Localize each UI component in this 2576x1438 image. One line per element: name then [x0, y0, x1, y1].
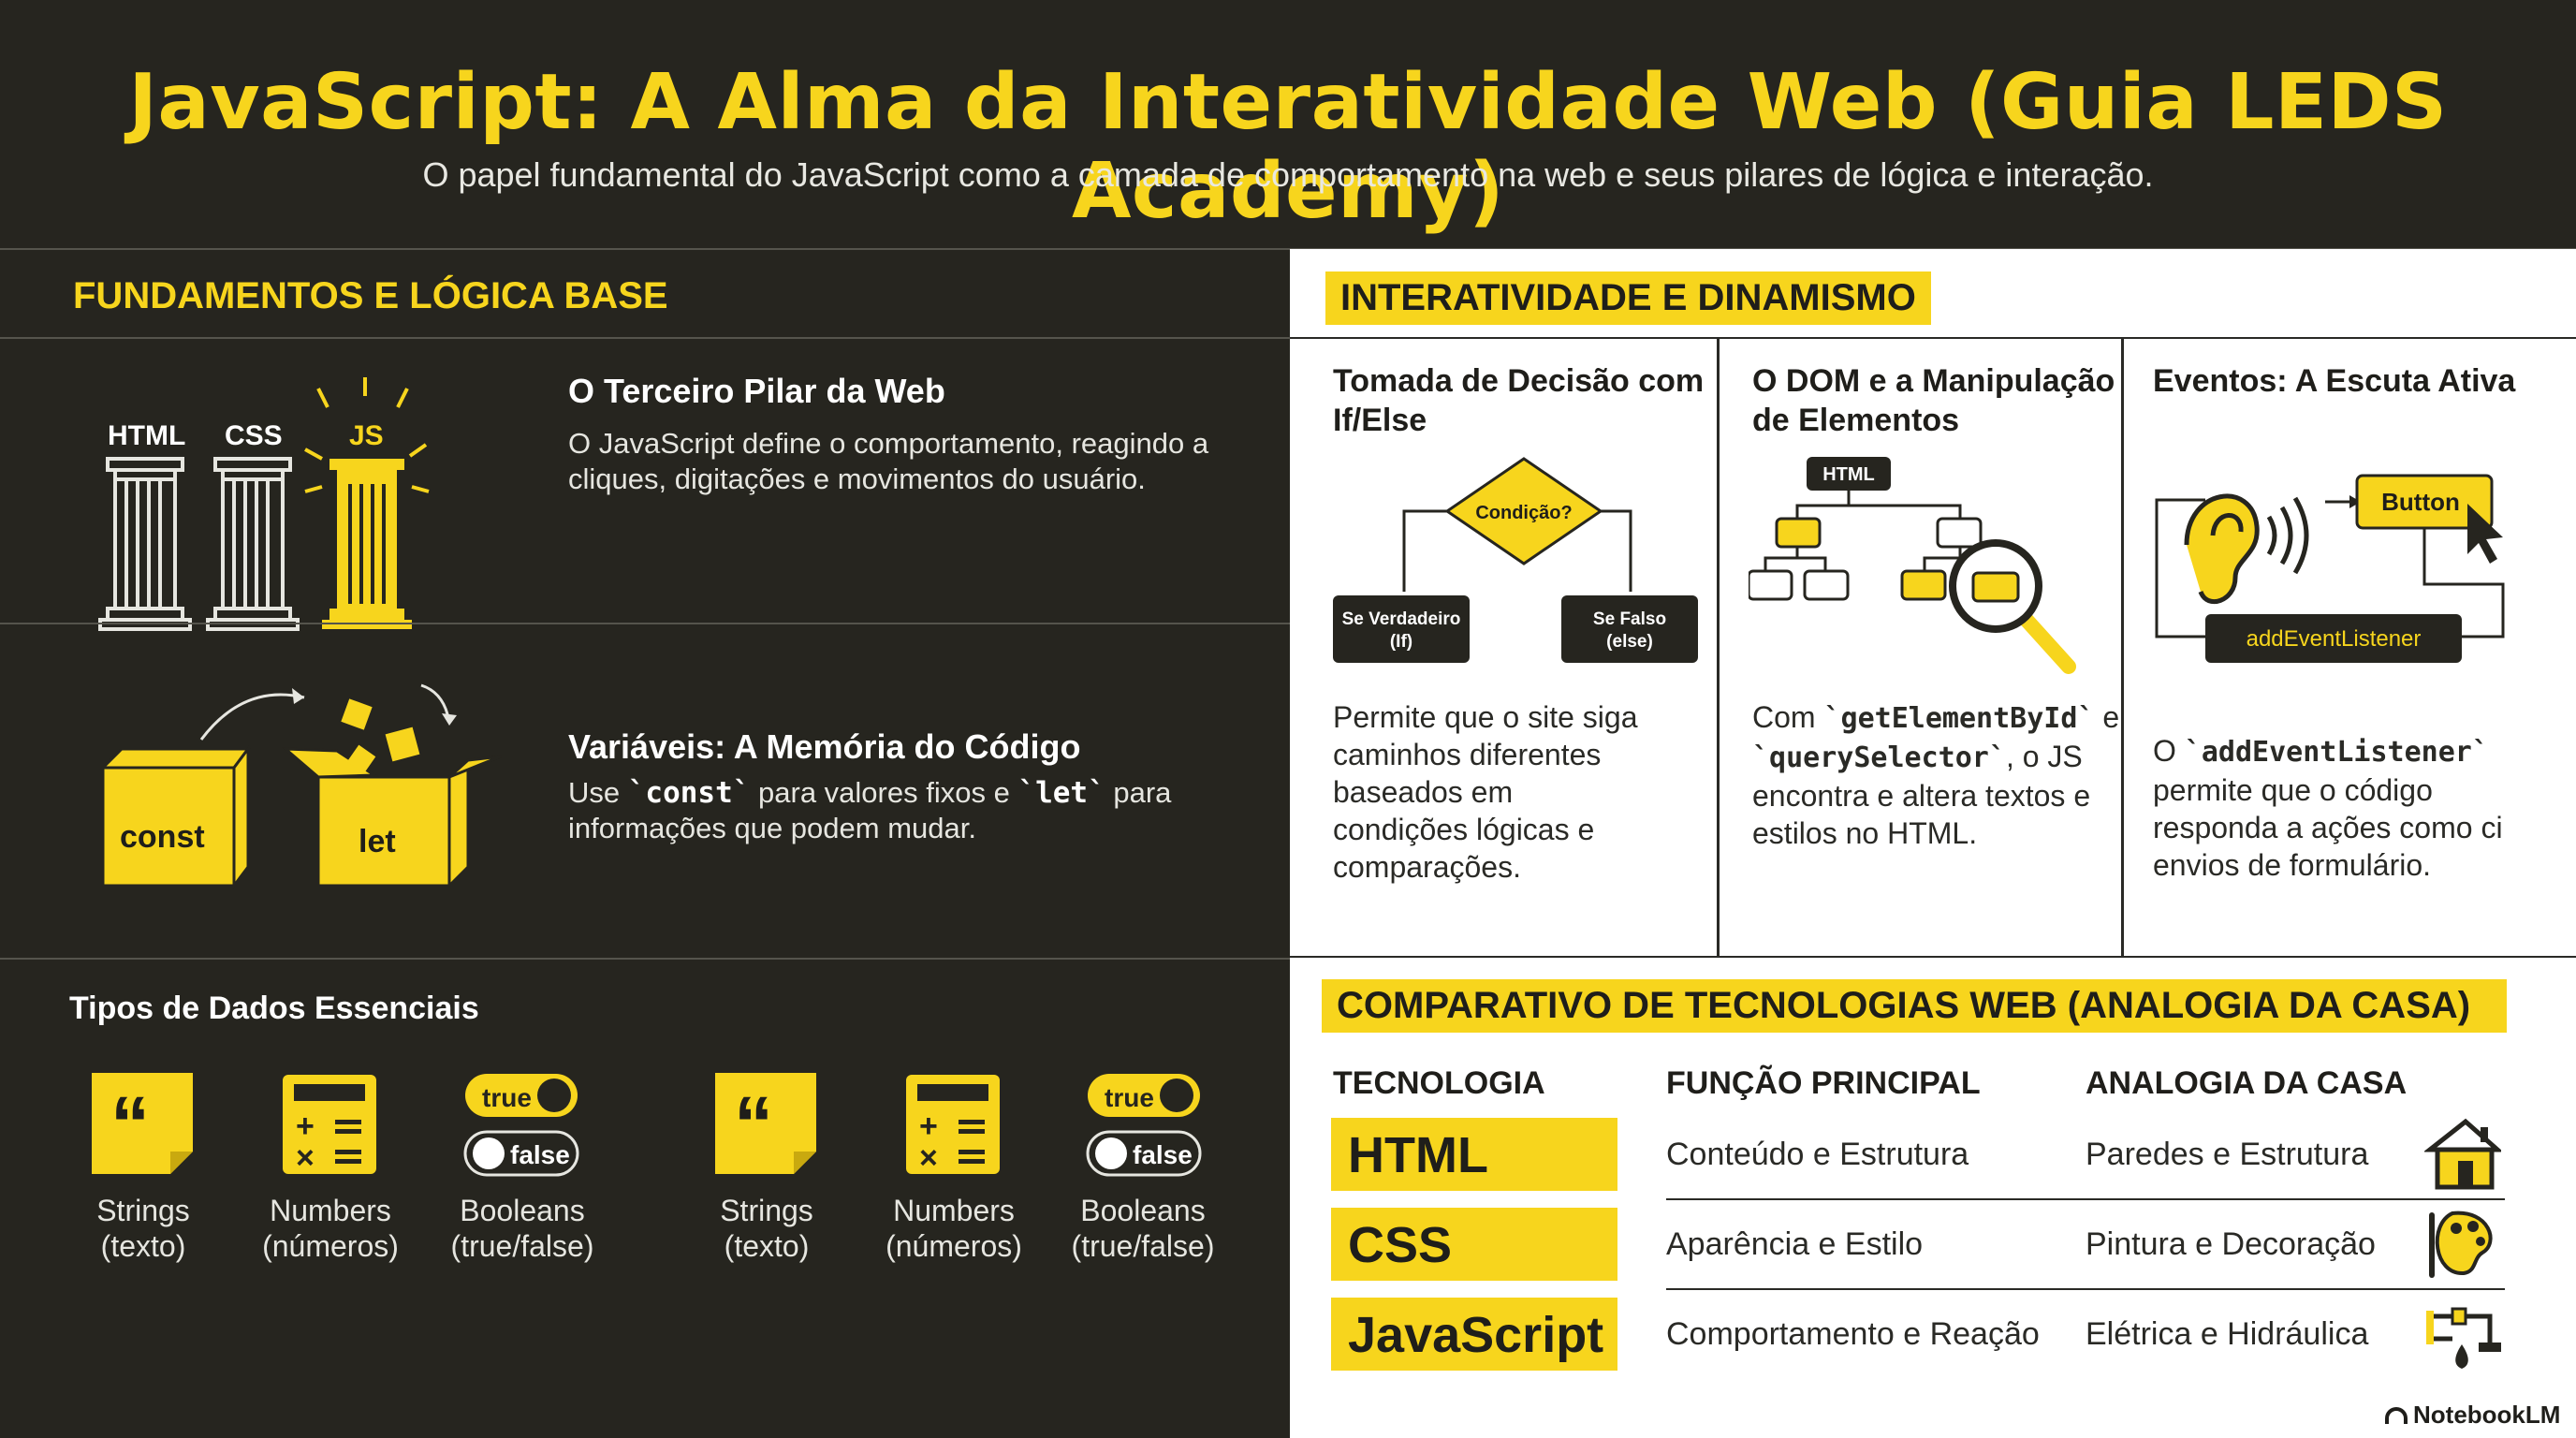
svg-text:(If): (If): [1390, 632, 1412, 652]
svg-text:Se Falso: Se Falso: [1593, 609, 1666, 629]
col-divider-2: [2121, 339, 2124, 957]
listener-box: [2205, 614, 2462, 663]
svg-text:+: +: [919, 1108, 938, 1144]
html-pillar-icon: [98, 457, 192, 631]
datatypes-heading: Tipos de Dados Essenciais: [69, 990, 479, 1026]
right-divider-2: [1290, 956, 2576, 958]
pillars-illustration: HTML CSS JS: [98, 377, 430, 631]
datatype-booleans-label-2: Booleans(true/false): [1071, 1194, 1215, 1263]
pillar-label-html: HTML: [108, 420, 185, 451]
dom-body: Com `getElementById` e `querySelector`, …: [1752, 700, 2120, 850]
svg-text:true: true: [482, 1083, 532, 1112]
quote-icon-2: “: [715, 1073, 816, 1174]
left-divider-3: [0, 958, 1290, 960]
svg-text:HTML: HTML: [1822, 464, 1875, 485]
datatype-strings-label: Strings(texto): [96, 1194, 190, 1263]
pillar-label-js: JS: [349, 420, 384, 451]
js-pillar-icon: [304, 377, 430, 629]
table-row-css-tech: CSS: [1331, 1208, 1617, 1281]
let-box-icon: [281, 698, 502, 889]
left-divider-2: [0, 623, 1290, 624]
svg-text:Button: Button: [2381, 488, 2460, 516]
notebooklm-brand: NotebookLM: [2385, 1401, 2560, 1430]
cursor-icon: [2467, 504, 2503, 564]
pillar-label-css: CSS: [225, 420, 283, 451]
datatype-numbers-label-2: Numbers(números): [886, 1194, 1022, 1263]
variables-illustration: const let: [99, 683, 502, 890]
header-divider: [0, 248, 2576, 250]
svg-text:true: true: [1105, 1083, 1154, 1112]
page-title: JavaScript: A Alma da Interatividade Web…: [128, 58, 2448, 236]
css-pillar-icon: [206, 457, 300, 631]
toggle-icon: true false: [463, 1074, 579, 1177]
svg-text:“: “: [110, 1080, 150, 1168]
pillars-text-line2: cliques, digitações e movimentos do usuá…: [568, 462, 1146, 495]
svg-text:×: ×: [919, 1140, 938, 1176]
plumbing-icon: [2426, 1307, 2501, 1369]
calculator-icon: + ×: [283, 1075, 376, 1176]
svg-text:+: +: [296, 1108, 315, 1144]
ear-icon: [2184, 493, 2309, 605]
const-box-icon: [99, 744, 251, 890]
calculator-icon-2: + ×: [906, 1075, 1000, 1176]
svg-text:“: “: [734, 1080, 773, 1168]
col-header-tech: TECNOLOGIA: [1333, 1065, 1545, 1101]
left-section-title: FUNDAMENTOS E LÓGICA BASE: [73, 275, 668, 316]
datatype-strings-label-2: Strings(texto): [720, 1194, 813, 1263]
svg-text:addEventListener: addEventListener: [2247, 626, 2422, 652]
left-divider-1: [0, 337, 1290, 339]
right-divider-1: [1290, 337, 2576, 339]
col-header-function: FUNÇÃO PRINCIPAL: [1666, 1065, 1981, 1101]
events-body: O `addEventListener` permite que o códig…: [2153, 734, 2503, 882]
table-row-js-analogy: Elétrica e Hidráulica: [2086, 1316, 2369, 1352]
datatype-numbers-label: Numbers(números): [262, 1194, 399, 1263]
house-icon: [2424, 1118, 2501, 1190]
const-box-label: const: [120, 819, 205, 855]
row-divider-2: [1666, 1288, 2505, 1290]
table-row-html-tech: HTML: [1331, 1118, 1617, 1191]
svg-text:Se Verdadeiro: Se Verdadeiro: [1342, 609, 1461, 629]
svg-text:false: false: [510, 1140, 570, 1169]
events-diagram: Button addEventListener: [2155, 474, 2505, 663]
svg-text:(else): (else): [1606, 632, 1653, 652]
table-row-js-function: Comportamento e Reação: [1666, 1316, 2040, 1352]
right-section-title: INTERATIVIDADE E DINAMISMO: [1325, 271, 1931, 325]
magnifier-icon: [1949, 539, 2076, 674]
datatype-booleans-label: Booleans(true/false): [450, 1194, 594, 1263]
col-divider-1: [1717, 339, 1720, 957]
svg-text:false: false: [1133, 1140, 1193, 1169]
svg-text:×: ×: [296, 1140, 315, 1176]
table-row-html-analogy: Paredes e Estrutura: [2086, 1137, 2369, 1172]
pillars-text-line1: O JavaScript define o comportamento, rea…: [568, 427, 1209, 460]
notebooklm-logo-icon: [2385, 1407, 2408, 1424]
toggle-icon-2: true false: [1086, 1074, 1202, 1177]
table-row-css-analogy: Pintura e Decoração: [2086, 1226, 2376, 1262]
quote-icon: “: [92, 1073, 193, 1174]
condition-diamond: [1444, 457, 1603, 565]
palette-icon: [2429, 1211, 2493, 1278]
svg-text:Condição?: Condição?: [1475, 503, 1572, 523]
page-subtitle: O papel fundamental do JavaScript como a…: [422, 155, 2154, 194]
let-box-label: let: [359, 824, 396, 859]
dom-tree-diagram: HTML: [1749, 457, 2076, 674]
row-divider-1: [1666, 1198, 2505, 1200]
variables-heading: Variáveis: A Memória do Código: [568, 727, 1081, 766]
pillars-heading: O Terceiro Pilar da Web: [568, 372, 945, 410]
if-true-box: [1333, 595, 1470, 663]
variables-text-line1: Use `const` para valores fixos e `let` p…: [568, 776, 1172, 810]
events-heading: Eventos: A Escuta Ativa: [2153, 363, 2516, 399]
comparison-title: COMPARATIVO DE TECNOLOGIAS WEB (ANALOGIA…: [1322, 979, 2507, 1033]
ifelse-flowchart: Condição? Se Verdadeiro (If) Se Falso (e…: [1333, 457, 1698, 663]
col-header-analogy: ANALOGIA DA CASA: [2086, 1065, 2408, 1101]
if-false-box: [1561, 595, 1698, 663]
arrow-icon: [199, 693, 305, 741]
table-row-css-function: Aparência e Estilo: [1666, 1226, 1924, 1262]
table-row-js-tech: JavaScript: [1331, 1298, 1617, 1371]
variables-text-line2: informações que podem mudar.: [568, 812, 976, 844]
table-row-html-function: Conteúdo e Estrutura: [1666, 1137, 1969, 1172]
